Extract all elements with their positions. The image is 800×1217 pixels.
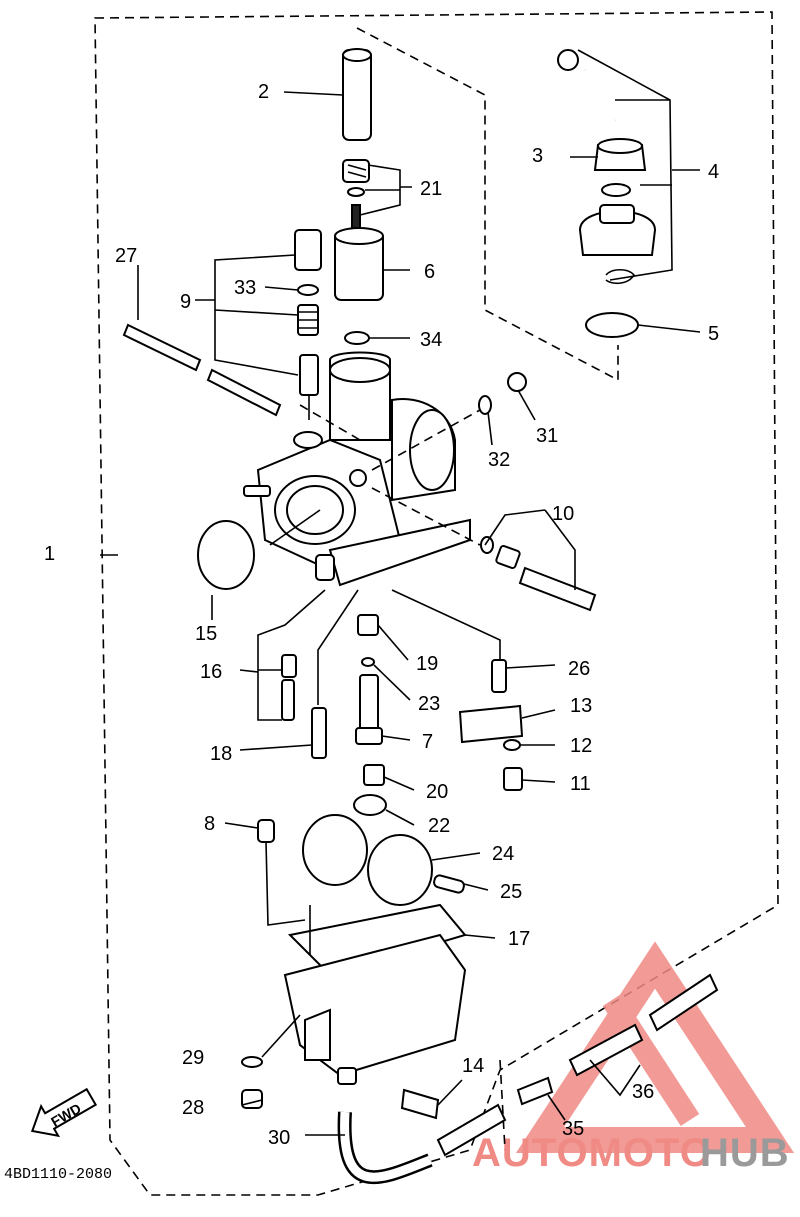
washer-32 xyxy=(478,395,492,415)
screw-28 xyxy=(241,1089,263,1109)
callout-labels: 1 2 3 4 5 6 7 8 9 10 11 12 13 14 15 16 1… xyxy=(44,81,719,1149)
drain-screw-14 xyxy=(400,1088,440,1120)
callout-27: 27 xyxy=(115,245,137,267)
washer-29 xyxy=(241,1056,263,1068)
callout-22: 22 xyxy=(428,815,450,837)
callout-11: 11 xyxy=(570,773,591,795)
callout-10: 10 xyxy=(552,503,574,525)
hose-36-a xyxy=(568,1023,644,1077)
callout-5: 5 xyxy=(708,323,719,345)
callout-35: 35 xyxy=(562,1118,584,1140)
callout-15: 15 xyxy=(195,623,217,645)
callout-21: 21 xyxy=(420,178,442,200)
callout-24: 24 xyxy=(492,843,514,865)
callout-30: 30 xyxy=(268,1127,290,1149)
callout-31: 31 xyxy=(536,425,558,447)
callout-33: 33 xyxy=(234,277,256,299)
fwd-arrow-icon xyxy=(30,1087,98,1138)
callout-8: 8 xyxy=(204,813,215,835)
screw-31 xyxy=(507,372,527,392)
callout-32: 32 xyxy=(488,449,510,471)
callout-16: 16 xyxy=(200,661,222,683)
callout-3: 3 xyxy=(532,145,543,167)
drawing-code: 4BD1110-2080 xyxy=(4,1166,112,1183)
callout-6: 6 xyxy=(424,261,435,283)
float-bowl xyxy=(283,933,467,1085)
float-pin-25 xyxy=(433,874,465,894)
callout-1: 1 xyxy=(44,543,55,565)
callout-7: 7 xyxy=(422,731,433,753)
callout-17: 17 xyxy=(508,928,530,950)
callout-18: 18 xyxy=(210,743,232,765)
watermark-text-secondary: HUB xyxy=(700,1131,790,1175)
callout-23: 23 xyxy=(418,693,440,715)
callout-28: 28 xyxy=(182,1097,204,1119)
throttle-slide-parts xyxy=(334,48,384,345)
watermark-logo-icon xyxy=(515,941,795,1153)
callout-25: 25 xyxy=(500,881,522,903)
watermark-text-main: AUTOMOTO xyxy=(472,1131,712,1175)
vent-hose-27 xyxy=(122,323,282,417)
callout-29: 29 xyxy=(182,1047,204,1069)
carburetor-cap-parts xyxy=(557,49,657,338)
callout-9: 9 xyxy=(180,291,191,313)
callout-2: 2 xyxy=(258,81,269,103)
hose-segment xyxy=(436,1103,507,1157)
jet-parts xyxy=(257,614,524,843)
hose-36-b xyxy=(648,973,719,1032)
float-24 xyxy=(302,814,433,906)
callout-20: 20 xyxy=(426,781,448,803)
throttle-stop-screw-parts xyxy=(480,536,597,612)
callout-12: 12 xyxy=(570,735,592,757)
air-screw-parts xyxy=(294,229,322,420)
callout-13: 13 xyxy=(570,695,592,717)
callout-26: 26 xyxy=(568,658,590,680)
callout-19: 19 xyxy=(416,653,438,675)
callout-14: 14 xyxy=(462,1055,484,1077)
carburetor-body xyxy=(243,351,471,587)
callout-4: 4 xyxy=(708,161,719,183)
callout-36: 36 xyxy=(632,1081,654,1103)
fitting-35 xyxy=(516,1076,554,1106)
leader-lines xyxy=(100,27,701,1151)
callout-34: 34 xyxy=(420,329,442,351)
gasket-15 xyxy=(197,520,255,590)
